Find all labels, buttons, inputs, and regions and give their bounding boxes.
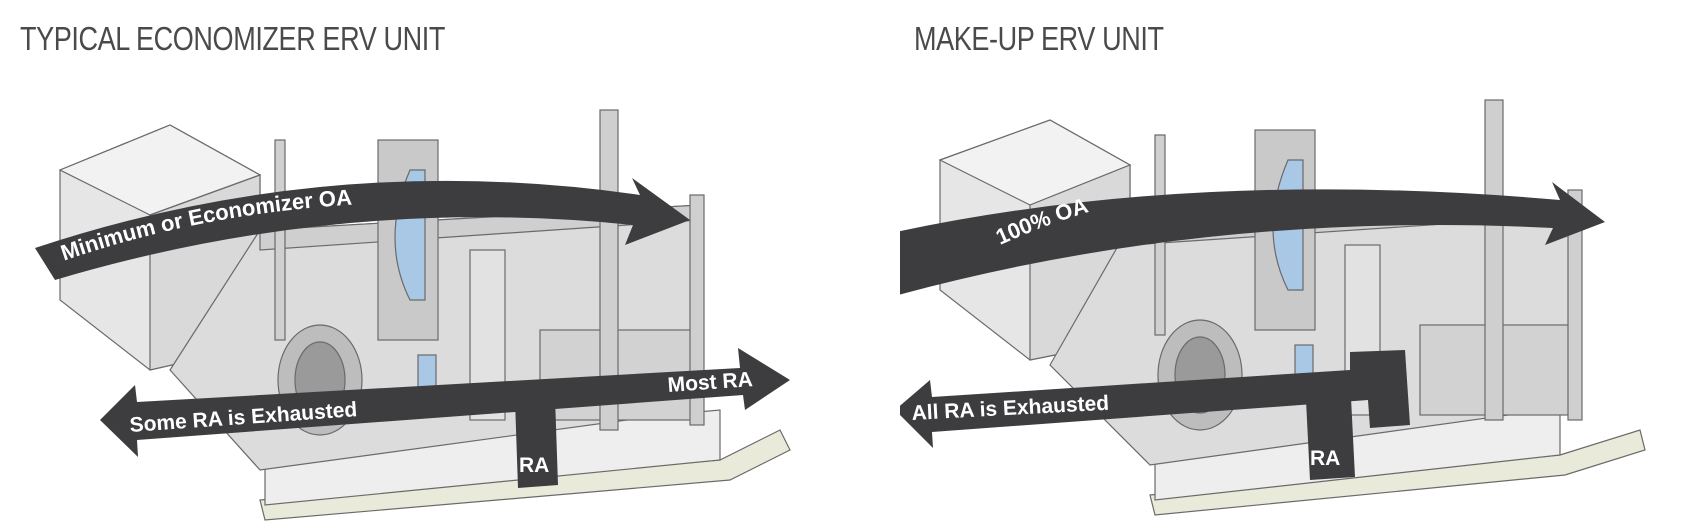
erv-unit-illustration bbox=[938, 99, 1646, 516]
make-up-erv-panel: MAKE-UP ERV UNIT 100% O bbox=[900, 0, 1695, 526]
ra-airflow-arrow: All RA is Exhausted RA bbox=[900, 350, 1410, 480]
erv-unit-illustration bbox=[58, 109, 791, 521]
make-up-erv-diagram: 100% OA All RA is Exhausted RA bbox=[900, 99, 1646, 516]
economizer-erv-panel: TYPICAL ECONOMIZER ERV UNIT bbox=[0, 0, 847, 526]
panel-title: MAKE-UP ERV UNIT bbox=[914, 20, 1164, 57]
ra-label: RA bbox=[1310, 447, 1340, 470]
economizer-erv-diagram: Minimum or Economizer OA Some RA is Exha… bbox=[35, 109, 791, 521]
ra-label: RA bbox=[519, 454, 549, 477]
panel-title: TYPICAL ECONOMIZER ERV UNIT bbox=[20, 20, 445, 57]
